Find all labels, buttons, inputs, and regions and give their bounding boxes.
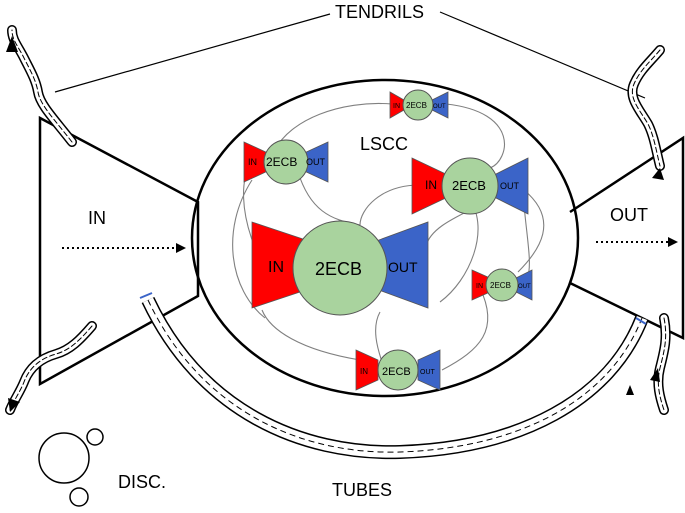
node-core-label: 2ECB <box>406 101 427 110</box>
in-label: IN <box>88 208 106 228</box>
tendril-line-left <box>54 13 331 93</box>
disc-circle-small <box>86 428 104 446</box>
out-flow-arrowhead <box>668 237 678 247</box>
node-big: IN 2ECB OUT <box>251 220 429 316</box>
node-out-label: OUT <box>388 259 418 275</box>
tendril-bottom-right <box>653 313 671 415</box>
node-core <box>377 349 419 391</box>
node-core <box>485 268 519 302</box>
tendril-arrowhead-top-right <box>652 168 664 180</box>
out-label: OUT <box>610 205 648 225</box>
tendril-line-right <box>439 11 646 99</box>
tube-flow-arrowhead-right <box>626 385 634 395</box>
out-component-shape <box>569 135 685 340</box>
node-in-label: IN <box>248 157 257 167</box>
node-in-wing <box>355 349 379 391</box>
tendril-top-right <box>627 45 665 171</box>
tendril-arrowhead-bottom-left <box>8 398 20 412</box>
node-bottom: IN 2ECB OUT <box>355 349 441 391</box>
node-core-label: 2ECB <box>315 259 362 279</box>
node-right: IN 2ECB OUT <box>411 157 529 215</box>
node-core-label: 2ECB <box>266 155 297 169</box>
disc-circle-small <box>69 487 89 507</box>
tube-mark-left <box>139 292 153 299</box>
node-out-label: OUT <box>420 369 436 376</box>
node-core-label: 2ECB <box>490 281 511 290</box>
node-in-label: IN <box>425 178 437 192</box>
lscc-label: LSCC <box>360 134 408 154</box>
in-flow-arrowhead <box>176 243 186 253</box>
node-left: IN 2ECB OUT <box>243 139 329 185</box>
lscc-ellipse <box>190 78 580 398</box>
node-core <box>402 89 434 121</box>
tendrils-label: TENDRILS <box>335 2 424 22</box>
node-core-label: 2ECB <box>382 366 411 378</box>
node-out-label: OUT <box>433 104 446 110</box>
node-out-label: OUT <box>500 181 520 191</box>
node-out-label: OUT <box>306 157 326 167</box>
node-top: IN 2ECB OUT <box>389 89 449 121</box>
node-in-label: IN <box>360 367 368 376</box>
node-small-r: IN 2ECB OUT <box>471 268 533 302</box>
tendril-arrowhead-top-left <box>6 36 18 52</box>
node-core <box>292 220 388 316</box>
tube-mark-right <box>635 317 647 325</box>
node-in-label: IN <box>393 103 400 110</box>
tubes-arc <box>141 297 649 460</box>
node-out-label: OUT <box>518 284 531 290</box>
disc-label: DISC. <box>118 472 166 492</box>
node-in-label: IN <box>268 259 284 276</box>
node-core-label: 2ECB <box>452 178 486 193</box>
tendril-top-left <box>7 25 77 147</box>
tendril-arrowhead-bottom-right <box>650 368 660 382</box>
disconnected-components <box>38 428 104 507</box>
in-component-shape <box>38 115 200 387</box>
disc-circle-large <box>38 432 90 484</box>
tendril-bottom-left <box>5 321 97 415</box>
node-in-label: IN <box>476 283 483 290</box>
node-out-wing <box>417 349 441 391</box>
tubes-label: TUBES <box>332 480 392 500</box>
node-core <box>441 157 499 215</box>
node-core <box>263 139 309 185</box>
